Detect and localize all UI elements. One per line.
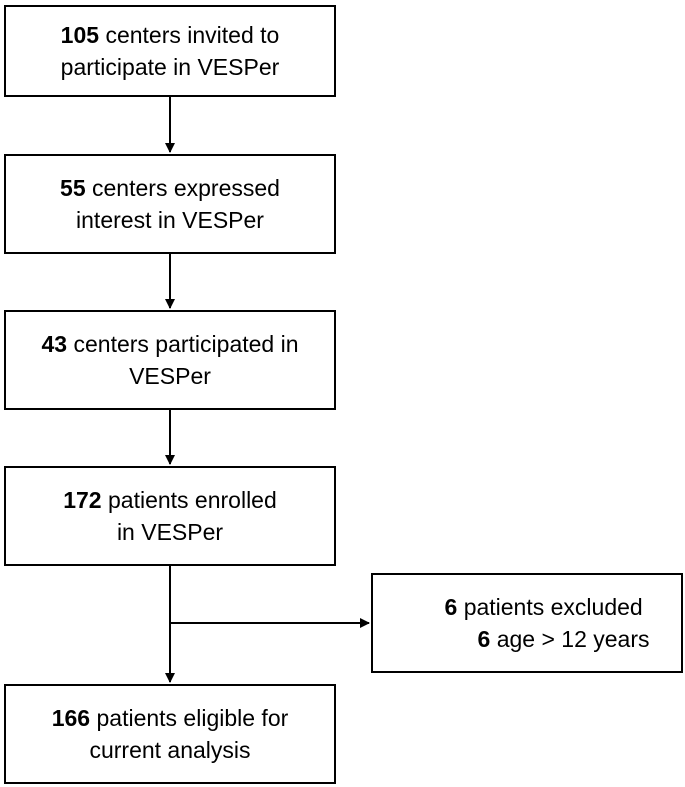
step-box-eligible: 166 patients eligible for current analys… [4, 684, 336, 784]
step-label-cont: in VESPer [116, 519, 224, 545]
exclusion-label: patients excluded [463, 594, 643, 620]
step-box-enrolled: 172 patients enrolled in VESPer [4, 466, 336, 566]
step-label-cont: interest in VESPer [76, 207, 264, 233]
step-label: patients enrolled [107, 487, 277, 513]
step-count: 55 [60, 175, 86, 201]
step-box-interest: 55 centers expressed interest in VESPer [4, 154, 336, 254]
step-box-participated: 43 centers participated in VESPer [4, 310, 336, 410]
step-label: centers participated in [73, 331, 299, 357]
step-label: centers invited to [105, 22, 280, 48]
exclusion-reason-count: 6 [477, 626, 491, 652]
step-box-invited: 105 centers invited to participate in VE… [4, 5, 336, 97]
step-count: 166 [51, 705, 91, 731]
exclusion-reason: age > 12 years [496, 626, 650, 652]
step-label-cont: VESPer [129, 363, 211, 389]
step-label-cont: current analysis [89, 737, 251, 763]
step-count: 43 [41, 331, 68, 357]
step-label: centers expressed [92, 175, 280, 201]
step-count: 105 [60, 22, 100, 48]
exclusion-box: 6 patients excluded 6 age > 12 years [371, 573, 683, 673]
exclusion-count: 6 [444, 594, 458, 620]
step-label: patients eligible for [96, 705, 289, 731]
step-label-cont: participate in VESPer [60, 54, 280, 80]
step-count: 172 [63, 487, 102, 513]
